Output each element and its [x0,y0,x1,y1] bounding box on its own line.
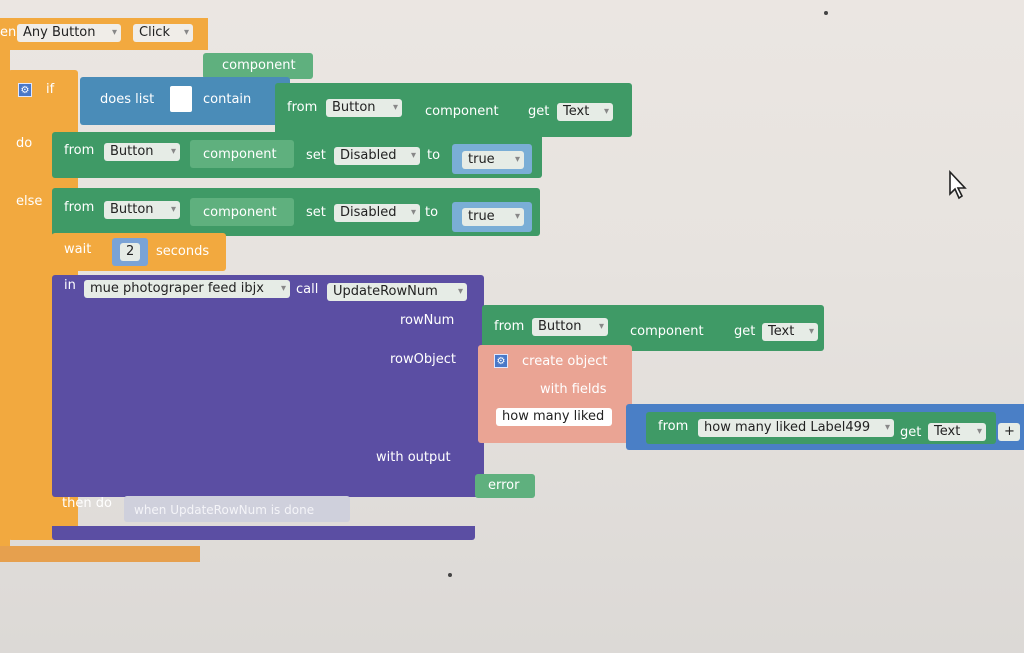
call-label: call [296,282,319,297]
else-label: else [16,194,43,209]
contains-from-label: from [287,100,318,115]
contains-component-label: component [425,104,499,119]
does-list-label: does list [100,92,155,107]
rownum-component-label: component [630,324,704,339]
wait-label: wait [64,242,92,257]
set-do-component-dropdown[interactable]: Button [104,143,180,161]
then-do-label: then do [62,496,112,511]
contain-label: contain [203,92,252,107]
empty-list-socket[interactable] [170,86,192,112]
set-do-component-socket[interactable] [190,140,294,168]
contains-prop-dropdown[interactable]: Text [557,103,613,121]
call-procedure-block[interactable] [52,275,484,497]
with-fields-label: with fields [540,382,607,397]
rownum-label: rowNum [400,313,455,328]
rownum-from-label: from [494,319,525,334]
call-procedure-footer [52,526,475,540]
database-dropdown[interactable]: mue photograper feed ibjx [84,280,290,298]
gear-icon[interactable]: ⚙ [494,354,508,368]
field-name-input[interactable]: how many liked [496,408,612,426]
do-label: do [16,136,33,151]
gear-icon[interactable]: ⚙ [18,83,32,97]
label-get-label: get [900,425,922,440]
rownum-component-dropdown[interactable]: Button [532,318,608,336]
event-component-dropdown[interactable]: Any Button [17,24,121,42]
set-else-component-socket[interactable] [190,198,294,226]
rowobject-label: rowObject [390,352,456,367]
label-from-label: from [658,419,689,434]
set-do-prop-dropdown[interactable]: Disabled [334,147,420,165]
set-do-from-label: from [64,143,95,158]
plus-button[interactable]: + [998,423,1020,441]
set-else-to-label: to [425,205,439,220]
in-label: in [64,278,76,293]
error-block[interactable] [475,474,535,498]
done-placeholder-text: when UpdateRowNum is done [134,503,315,517]
set-else-from-label: from [64,200,95,215]
event-type-dropdown[interactable]: Click [133,24,193,42]
create-object-label: create object [522,354,608,369]
rownum-get-label: get [734,324,756,339]
contains-get-label: get [528,104,550,119]
event-block-body [0,48,10,546]
with-output-label: with output [376,450,451,465]
procedure-dropdown[interactable]: UpdateRowNum [327,283,467,301]
set-else-component-dropdown[interactable]: Button [104,201,180,219]
set-do-to-label: to [427,148,441,163]
component-param-label: component [222,58,296,73]
if-label: if [46,82,55,97]
screen-speck [448,573,452,577]
set-else-component-label: component [203,205,277,220]
event-prefix: en [0,25,17,40]
set-do-value-dropdown[interactable]: true [462,151,524,169]
set-else-value-dropdown[interactable]: true [462,208,524,226]
event-block-footer [0,546,200,562]
wait-value-field[interactable]: 2 [120,243,140,261]
done-placeholder-block[interactable] [124,496,350,522]
error-label: error [488,478,520,493]
label-component-dropdown[interactable]: how many liked Label499 [698,419,894,437]
component-param-block[interactable] [203,53,313,79]
set-else-set-label: set [306,205,326,220]
mouse-pointer-icon [949,170,967,200]
label-prop-dropdown[interactable]: Text [928,423,986,441]
wait-unit-label: seconds [156,244,210,259]
screen-speck [824,11,828,15]
set-else-prop-dropdown[interactable]: Disabled [334,204,420,222]
set-do-set-label: set [306,148,326,163]
rownum-prop-dropdown[interactable]: Text [762,323,818,341]
contains-component-dropdown[interactable]: Button [326,99,402,117]
set-do-component-label: component [203,147,277,162]
